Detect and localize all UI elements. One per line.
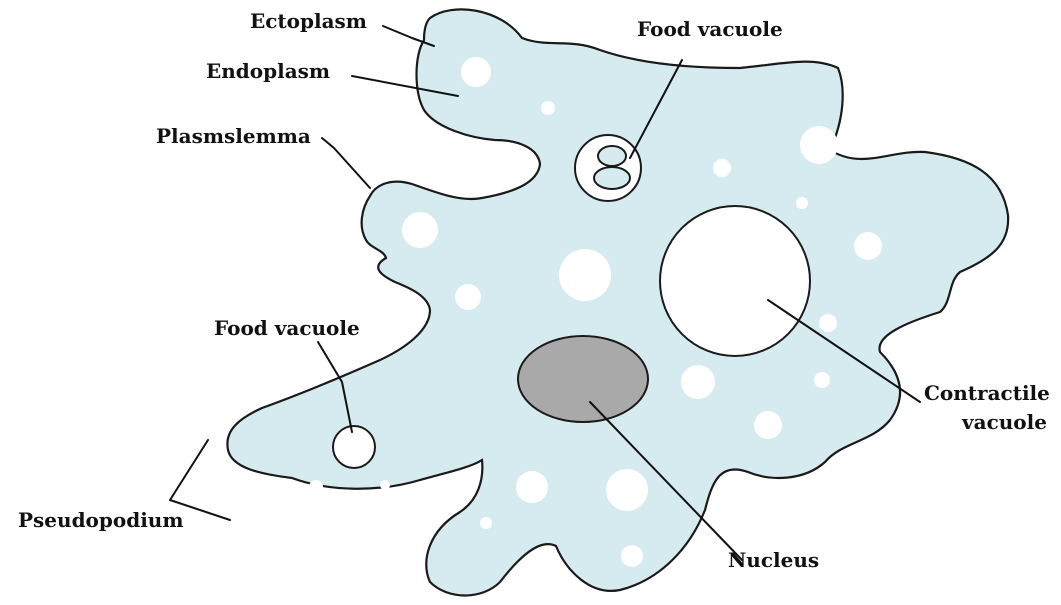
granule	[854, 232, 882, 260]
food-vacuole-left	[333, 426, 375, 468]
granule	[713, 159, 731, 177]
granule	[754, 411, 782, 439]
granule	[800, 126, 838, 164]
granule	[814, 372, 830, 388]
food-vacuole-top	[575, 135, 641, 201]
granule	[309, 480, 323, 494]
label-nucleus: Nucleus	[728, 548, 819, 572]
granule	[455, 284, 481, 310]
granule	[380, 480, 390, 490]
nucleus	[518, 336, 648, 422]
granule	[796, 197, 808, 209]
label-contractile: Contractile	[924, 381, 1050, 405]
leader-plasmalemma	[322, 138, 370, 188]
granule	[480, 517, 492, 529]
label-ectoplasm: Ectoplasm	[250, 9, 367, 33]
granule	[681, 365, 715, 399]
label-food-vacuole-top: Food vacuole	[637, 17, 783, 41]
label-pseudopodium: Pseudopodium	[18, 508, 184, 532]
label-endoplasm: Endoplasm	[206, 59, 330, 83]
granule	[516, 471, 548, 503]
label-food-vacuole-left: Food vacuole	[214, 316, 360, 340]
label-vacuole: vacuole	[961, 410, 1047, 434]
granule	[819, 314, 837, 332]
granule	[559, 249, 611, 301]
granule	[621, 545, 643, 567]
granule	[402, 212, 438, 248]
granule	[541, 101, 555, 115]
contractile-vacuole	[660, 206, 810, 356]
granule	[461, 57, 491, 87]
label-plasmalemma: Plasmslemma	[156, 124, 311, 148]
granule	[606, 469, 648, 511]
granule	[883, 97, 905, 119]
